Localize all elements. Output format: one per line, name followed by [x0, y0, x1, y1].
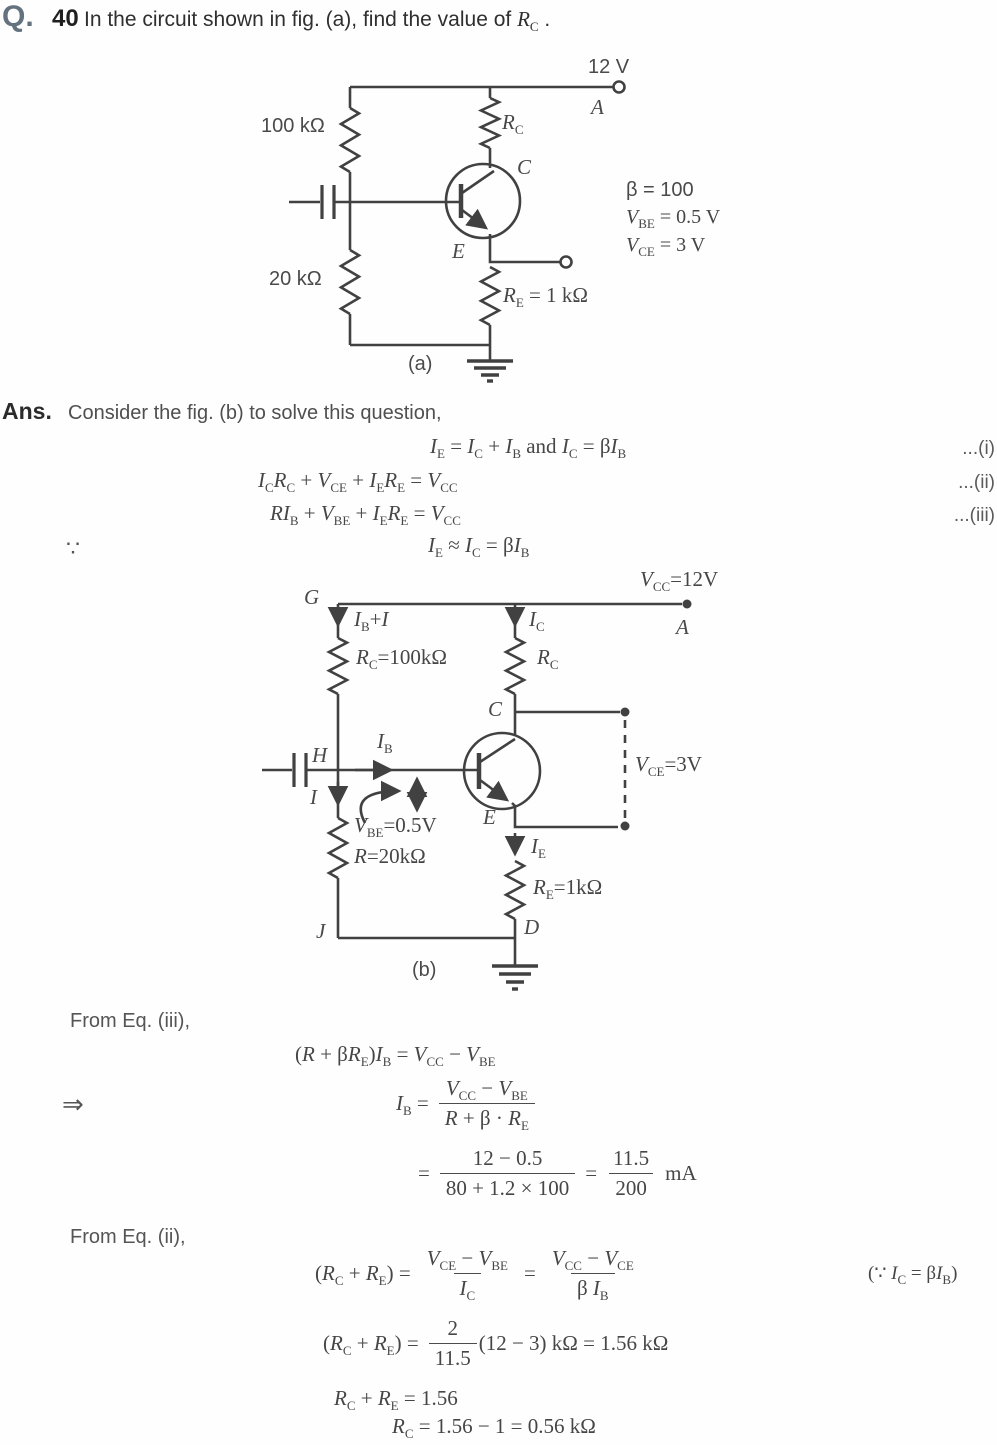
fig-b-transistor: [462, 731, 542, 811]
fig-b-caption: (b): [412, 959, 437, 981]
fig-a-re-label: RE = 1 kΩ: [503, 283, 588, 311]
work-equation-7: RC = 1.56 − 1 = 0.56 kΩ: [392, 1414, 596, 1442]
fraction: VCE − VBE IC: [426, 1246, 508, 1304]
equation-ii: ICRC + VCE + IERE = VCC: [258, 468, 458, 496]
work-equation-4-note: (∵ IC = βIB): [868, 1263, 958, 1287]
fig-a-resistor-re: [478, 265, 502, 327]
unit-ma: mA: [665, 1161, 697, 1185]
fig-b-r20-label: R=20kΩ: [354, 844, 426, 868]
fig-b-node-d-label: D: [524, 915, 540, 939]
fig-b-ic-label: IC: [529, 607, 545, 635]
fig-a-vbe-condition: VBE = 0.5 V: [626, 206, 721, 231]
fig-a-beta-condition: β = 100: [626, 179, 694, 201]
fig-b-node-a-label: A: [676, 615, 689, 639]
question-number: 40: [52, 5, 79, 32]
fig-b-probe-dot-top: [620, 707, 630, 717]
fig-b-ib-label: IB: [377, 729, 393, 757]
figure-a-circuit: [289, 80, 626, 383]
because-symbol: ∵: [66, 536, 80, 561]
equation-approx: IE ≈ IC = βIB: [428, 533, 530, 561]
fraction: VCC − VBE R + β · RE: [438, 1076, 535, 1132]
work-equation-4: (RC + RE) = VCE − VBE IC = VCC − VCE β I…: [315, 1246, 644, 1304]
fig-b-vbe-label: VBE=0.5V: [354, 813, 437, 841]
equation-i-number: ...(i): [962, 438, 995, 459]
fig-b-ground: [492, 938, 538, 991]
fraction: 12 − 0.5 80 + 1.2 × 100: [439, 1146, 576, 1201]
fraction: 11.5 200: [607, 1146, 655, 1201]
from-eq-ii-text: From Eq. (ii),: [70, 1226, 186, 1248]
fraction: VCC − VCE β IB: [551, 1246, 634, 1304]
fig-a-caption: (a): [408, 353, 433, 375]
fig-b-node-h-label: H: [312, 743, 328, 767]
fig-b-vcc-label: VCC=12V: [640, 567, 719, 595]
fig-b-capacitor: [262, 753, 308, 787]
work-equation-1: (R + βRE)IB = VCC − VBE: [295, 1042, 496, 1070]
answer-label: Ans.: [2, 398, 52, 424]
fig-a-node-a-label: A: [591, 95, 604, 119]
fig-b-node-i-label: I: [310, 785, 317, 809]
implies-symbol: ⇒: [62, 1090, 84, 1119]
fig-a-r1-label: 100 kΩ: [261, 115, 325, 137]
fig-a-r2-label: 20 kΩ: [269, 268, 322, 290]
work-equation-6: RC + RE = 1.56: [334, 1386, 458, 1414]
fig-b-node-a-dot: [682, 599, 692, 609]
fig-b-node-j-label: J: [316, 919, 326, 943]
fig-b-probe-dot-bottom: [620, 821, 630, 831]
answer-intro: Consider the fig. (b) to solve this ques…: [68, 402, 442, 424]
equation-iii: RIB + VBE + IERE = VCC: [270, 501, 461, 529]
figure-b-circuit: [262, 599, 692, 991]
fig-b-vbe-pointer-curve: [359, 780, 402, 824]
fig-a-ground: [467, 345, 513, 383]
fig-a-supply-terminal: [612, 80, 626, 94]
fig-a-resistor-20k: [338, 248, 362, 316]
fig-b-rc-label: RC: [537, 645, 559, 673]
fig-a-node-e-label: E: [452, 239, 465, 263]
question-text: In the circuit shown in fig. (a), find t…: [84, 7, 551, 35]
question-logo: Q.: [2, 0, 34, 33]
fig-a-supply-label: 12 V: [588, 56, 630, 78]
work-equation-5: (RC + RE) = 2 11.5 (12 − 3) kΩ = 1.56 kΩ: [323, 1316, 669, 1371]
fig-a-emitter-wire: [488, 234, 560, 264]
fig-b-node-e-label: E: [483, 805, 496, 829]
fig-b-ib-plus-i-label: IB+I: [354, 607, 389, 635]
fig-b-resistor-rc: [503, 636, 527, 696]
fig-b-vce-label: VCE=3V: [635, 752, 702, 780]
fig-a-vce-condition: VCE = 3 V: [626, 234, 706, 259]
fig-b-resistor-20k: [326, 816, 350, 880]
fig-b-resistor-left-100k: [326, 636, 350, 696]
equation-i: IE = IC + IB and IC = βIB: [430, 434, 627, 462]
fig-b-node-c-label: C: [488, 697, 503, 721]
fig-b-resistor-re: [503, 859, 527, 921]
fig-b-ie-label: IE: [531, 834, 546, 862]
equation-iii-number: ...(iii): [953, 505, 995, 526]
fig-a-transistor: [444, 162, 522, 240]
fig-b-left-resistor-label: RC=100kΩ: [356, 645, 447, 673]
fig-a-resistor-100k: [338, 106, 362, 174]
fig-b-emitter-wire: [511, 802, 618, 829]
fig-a-capacitor: [289, 185, 336, 219]
fig-b-re-label: RE=1kΩ: [533, 875, 603, 903]
fig-a-output-terminal: [559, 255, 573, 269]
fig-a-resistor-rc: [477, 96, 503, 150]
from-eq-iii-text: From Eq. (iii),: [70, 1010, 190, 1032]
fig-b-node-g-label: G: [304, 585, 320, 609]
equation-ii-number: ...(ii): [958, 472, 995, 493]
fraction: 2 11.5: [428, 1316, 477, 1371]
work-equation-3: = 12 − 0.5 80 + 1.2 × 100 = 11.5 200 mA: [418, 1146, 697, 1201]
work-equation-2: IB = VCC − VBE R + β · RE: [396, 1076, 539, 1132]
fig-a-rc-label: RC: [502, 110, 524, 138]
fig-a-node-c-label: C: [517, 155, 532, 179]
